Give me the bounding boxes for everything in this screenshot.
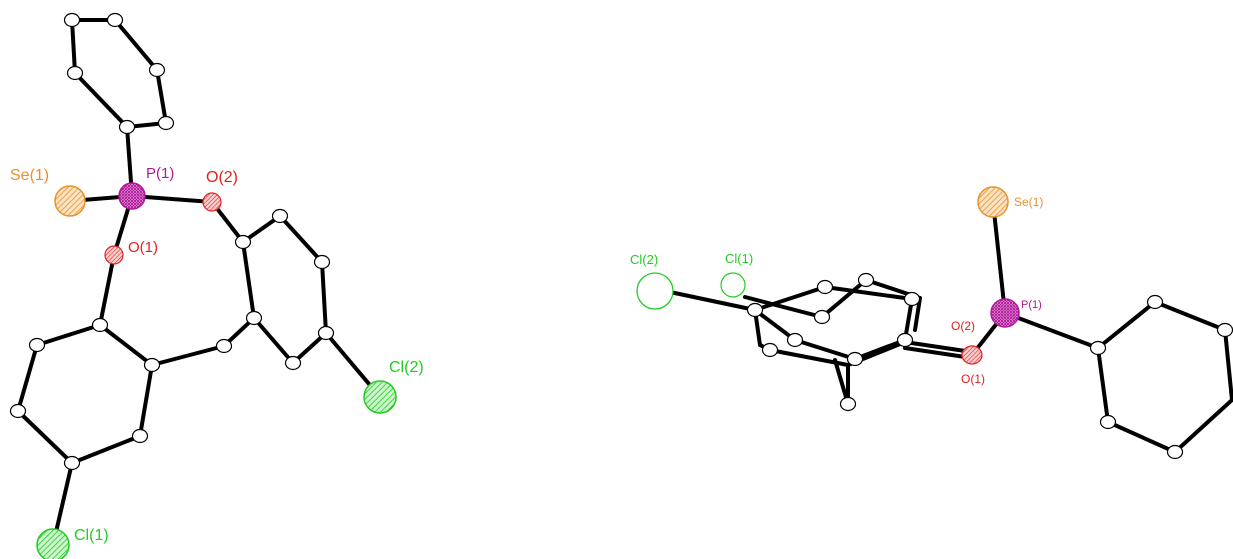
carbon-atom [9, 12, 335, 471]
atom-label-se: Se(1) [1014, 195, 1043, 209]
labels-view-2: P(1) Se(1) O(2) O(1) Cl(2) Cl(1) [630, 195, 1043, 386]
atom-label-o1: O(1) [961, 372, 985, 386]
atom-label-cl1: Cl(1) [725, 251, 753, 266]
atom-label-o2: O(2) [951, 319, 975, 333]
oxygen-atom [961, 345, 983, 365]
labels-view-1: P(1) Se(1) O(2) O(1) Cl(2) Cl(1) [10, 165, 424, 544]
chlorine-atom-cl1 [720, 272, 746, 298]
atom-label-p: P(1) [1021, 299, 1042, 311]
molecule-view-2: P(1) Se(1) O(2) O(1) Cl(2) Cl(1) [630, 186, 1233, 460]
atom-label-cl1: Cl(1) [74, 527, 109, 544]
atoms-view-1 [9, 12, 397, 559]
atom-label-o2: O(2) [206, 169, 238, 186]
phosphorus-atom [990, 298, 1020, 328]
chlorine-atom-cl2 [636, 272, 674, 310]
selenium-atom [977, 186, 1009, 218]
atom-label-cl2: Cl(2) [630, 252, 658, 267]
atoms-view-2 [636, 186, 1233, 460]
carbon-atom [746, 272, 1233, 460]
molecule-view-1: P(1) Se(1) O(2) O(1) Cl(2) Cl(1) [9, 12, 424, 559]
oxygen-atom-o1 [104, 245, 124, 265]
chlorine-atom-cl1 [36, 528, 70, 559]
atom-label-se: Se(1) [10, 167, 49, 184]
chlorine-atom-cl2 [363, 380, 397, 414]
atom-label-cl2: Cl(2) [389, 359, 424, 376]
phosphorus-atom [118, 182, 146, 210]
atom-label-p: P(1) [146, 165, 174, 182]
selenium-atom [54, 185, 86, 217]
oxygen-atom-o2 [202, 192, 222, 212]
atom-label-o1: O(1) [128, 239, 158, 256]
